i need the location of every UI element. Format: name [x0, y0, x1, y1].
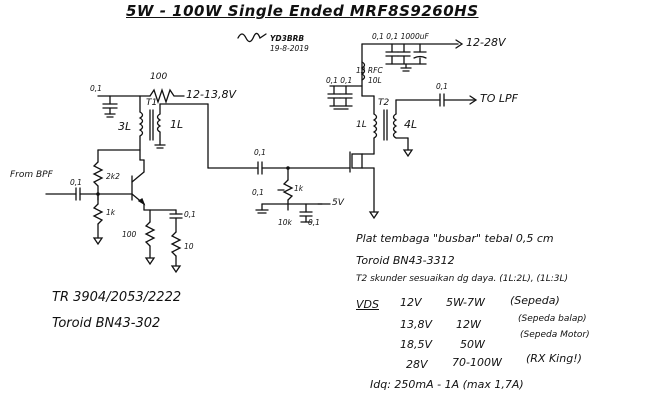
vds-row-v: 28V [406, 358, 428, 371]
resistor-100-emitter [144, 221, 156, 247]
resistor-1k-label: 1k [106, 208, 116, 217]
vds-row-note: (RX King!) [526, 352, 582, 365]
ground-arrow [402, 149, 414, 158]
bias-pot-label: 1k [294, 184, 304, 193]
vds-row-p: 70-100W [452, 356, 502, 369]
t2-primary-label: 1L [356, 120, 367, 130]
bias-resistor-label: 10k [278, 218, 292, 227]
output-cap-label: 0,1 [436, 82, 448, 91]
vds-row-p: 5W-7W [446, 296, 485, 309]
output-label: TO LPF [480, 92, 518, 105]
arrow [469, 95, 478, 105]
signature-scribble [237, 32, 267, 43]
vds-label: VDS [356, 298, 379, 311]
stage1-cap-top-label: 0,1 [90, 84, 102, 93]
mosfet-body [351, 153, 363, 169]
page-title: 5W - 100W Single Ended MRF8S9260HS [126, 2, 479, 20]
supply-caps-label: 0,1 0,1 1000uF [372, 32, 429, 41]
ground-arrow [368, 211, 380, 220]
vds-row-v: 13,8V [400, 318, 433, 331]
resistor-1k-base [92, 203, 104, 225]
bias-cap-label: 0,1 [252, 188, 264, 197]
t1-label: T1 [146, 98, 158, 108]
signature-callsign: YD3BRB [270, 34, 305, 43]
resistor-100-top [149, 87, 185, 105]
t2-label: T2 [378, 98, 390, 108]
transistor-list: TR 3904/2053/2222 [52, 290, 182, 305]
transistor-collector [131, 171, 145, 183]
rfc-coil [360, 61, 366, 81]
vds-row-v: 18,5V [400, 338, 433, 351]
emitter-cap-label: 0,1 [184, 210, 196, 219]
bias-pot-1k [282, 179, 294, 201]
resistor-2k2 [92, 161, 104, 187]
emitter-arrow [137, 198, 146, 206]
rfc-value-label: 10L [368, 76, 382, 85]
resistor-100-label: 100 [150, 72, 168, 82]
resistor-2k2-label: 2k2 [106, 172, 120, 181]
vds-row-note: (Sepeda Motor) [520, 330, 590, 340]
t1-secondary-coil [156, 113, 162, 133]
supply-stage1-label: 12-13,8V [186, 88, 236, 101]
note-busbar: Plat tembaga "busbar" tebal 0,5 cm [356, 232, 554, 245]
rfc-label: 13 RFC [356, 66, 383, 75]
note-t2: T2 skunder sesuaikan dg daya. (1L:2L), (… [356, 274, 569, 284]
t2-secondary-coil [392, 113, 398, 139]
signature-date: 19-8-2019 [270, 44, 309, 53]
vds-row-note: (Sepeda balap) [518, 314, 587, 324]
supply-stage2-label: 12-28V [466, 36, 506, 49]
t1-secondary-label: 1L [170, 118, 184, 131]
resistor-10 [170, 231, 182, 257]
t1-primary-coil [138, 111, 144, 137]
vds-row-v: 12V [400, 296, 422, 309]
bias-cap2-label: 0,1 [308, 218, 320, 227]
toroid-note: Toroid BN43-302 [52, 316, 161, 331]
ground-arrow [144, 257, 156, 266]
input-cap-label: 0,1 [70, 178, 82, 187]
cap-plate-curved [413, 55, 427, 59]
bias-supply-label: 5V [332, 198, 344, 208]
vds-row-p: 50W [460, 338, 485, 351]
ground-arrow [170, 265, 182, 274]
coupling-cap-label: 0,1 [254, 148, 266, 157]
resistor-10-label: 10 [184, 242, 194, 251]
vds-row-p: 12W [456, 318, 481, 331]
ground-arrow [92, 237, 104, 246]
arrow [455, 39, 464, 49]
resistor-100-emitter-label: 100 [122, 230, 137, 239]
note-idq: Idq: 250mA - 1A (max 1,7A) [370, 378, 524, 391]
vds-row-note: (Sepeda) [510, 294, 560, 307]
rfc-caps-label: 0,1 0,1 [326, 76, 353, 85]
note-toroid: Toroid BN43-3312 [356, 254, 455, 267]
t2-primary-coil [372, 113, 378, 139]
t2-secondary-label: 4L [404, 118, 418, 131]
input-label: From BPF [10, 170, 53, 180]
t1-primary-label: 3L [118, 120, 132, 133]
